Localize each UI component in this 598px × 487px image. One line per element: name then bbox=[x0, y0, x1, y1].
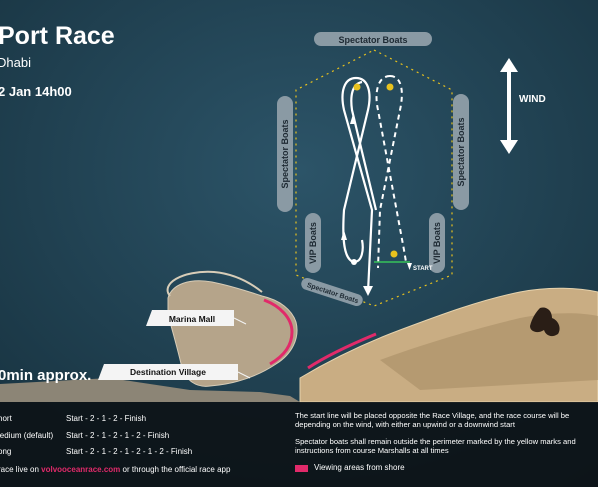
mark-bottom bbox=[351, 259, 357, 265]
start-label: START bbox=[413, 266, 433, 272]
course-solid bbox=[341, 76, 378, 293]
live-prefix: race live on bbox=[0, 465, 42, 474]
live-site-link[interactable]: volvooceanrace.com bbox=[41, 465, 121, 474]
vip-right-label: VIP Boats bbox=[432, 222, 442, 264]
info-footer bbox=[0, 402, 598, 487]
mark-start bbox=[390, 250, 398, 258]
course-short-label: hort bbox=[0, 414, 12, 423]
vip-right-pill bbox=[429, 213, 445, 273]
course-long-label: ong bbox=[0, 447, 12, 456]
marina-breakwater bbox=[166, 270, 263, 297]
course-arrow-down bbox=[363, 286, 373, 296]
live-coverage-text: race live on volvooceanrace.com or throu… bbox=[0, 465, 230, 474]
spectator-right-label: Spectator Boats bbox=[456, 117, 466, 186]
viewing-area-swatch bbox=[295, 465, 308, 472]
mark-top-left bbox=[353, 83, 361, 91]
course-medium-label: ledium (default) bbox=[0, 431, 54, 440]
start-flag-icon bbox=[407, 263, 412, 270]
spectator-bottom-pill bbox=[301, 277, 363, 307]
destination-village-pointer bbox=[237, 371, 251, 379]
course-medium-sequence: Start - 2 - 1 - 2 - 1 - 2 - Finish bbox=[66, 431, 170, 440]
spectator-perimeter bbox=[295, 49, 453, 307]
marina-mall-callout bbox=[146, 310, 234, 326]
race-duration: 0min approx. bbox=[0, 367, 92, 384]
mainland-left bbox=[0, 378, 300, 402]
destination-village-label: Destination Village bbox=[130, 367, 206, 377]
viewing-area-peninsula bbox=[307, 332, 377, 370]
course-dashed bbox=[375, 75, 407, 269]
marina-mall-label: Marina Mall bbox=[169, 314, 215, 324]
page-title: Port Race bbox=[0, 22, 115, 50]
vip-left-label: VIP Boats bbox=[308, 222, 318, 264]
course-long-sequence: Start - 2 - 1 - 2 - 1 - 2 - 1 - 2 - Fini… bbox=[66, 447, 193, 456]
spectator-top-label: Spectator Boats bbox=[338, 35, 407, 45]
race-date: 2 Jan 14h00 bbox=[0, 84, 72, 99]
spectator-note: Spectator boats shall remain outside the… bbox=[295, 437, 576, 455]
peninsula-detail bbox=[380, 313, 598, 390]
spectator-top-pill bbox=[314, 32, 432, 46]
viewing-area-legend: Viewing areas from shore bbox=[314, 463, 405, 472]
page-subtitle: Dhabi bbox=[0, 55, 31, 70]
viewing-area-marina bbox=[263, 298, 294, 366]
spectator-right-pill bbox=[453, 94, 469, 210]
live-suffix: or through the official race app bbox=[120, 465, 231, 474]
course-arrow-up-2 bbox=[341, 230, 347, 240]
vip-left-pill bbox=[305, 213, 321, 273]
start-line-note: The start line will be placed opposite t… bbox=[295, 411, 570, 429]
course-short-sequence: Start - 2 - 1 - 2 - Finish bbox=[66, 414, 147, 423]
wind-label: WIND bbox=[519, 94, 546, 105]
marina-mall-pointer bbox=[233, 317, 247, 325]
spectator-left-label: Spectator Boats bbox=[280, 119, 290, 188]
spectator-left-pill bbox=[277, 96, 293, 212]
wind-arrow-icon bbox=[500, 58, 518, 154]
course-arrow-up-1 bbox=[350, 114, 356, 124]
dark-feature bbox=[530, 307, 560, 337]
mark-top-right bbox=[386, 83, 394, 91]
destination-village-callout bbox=[98, 364, 238, 380]
